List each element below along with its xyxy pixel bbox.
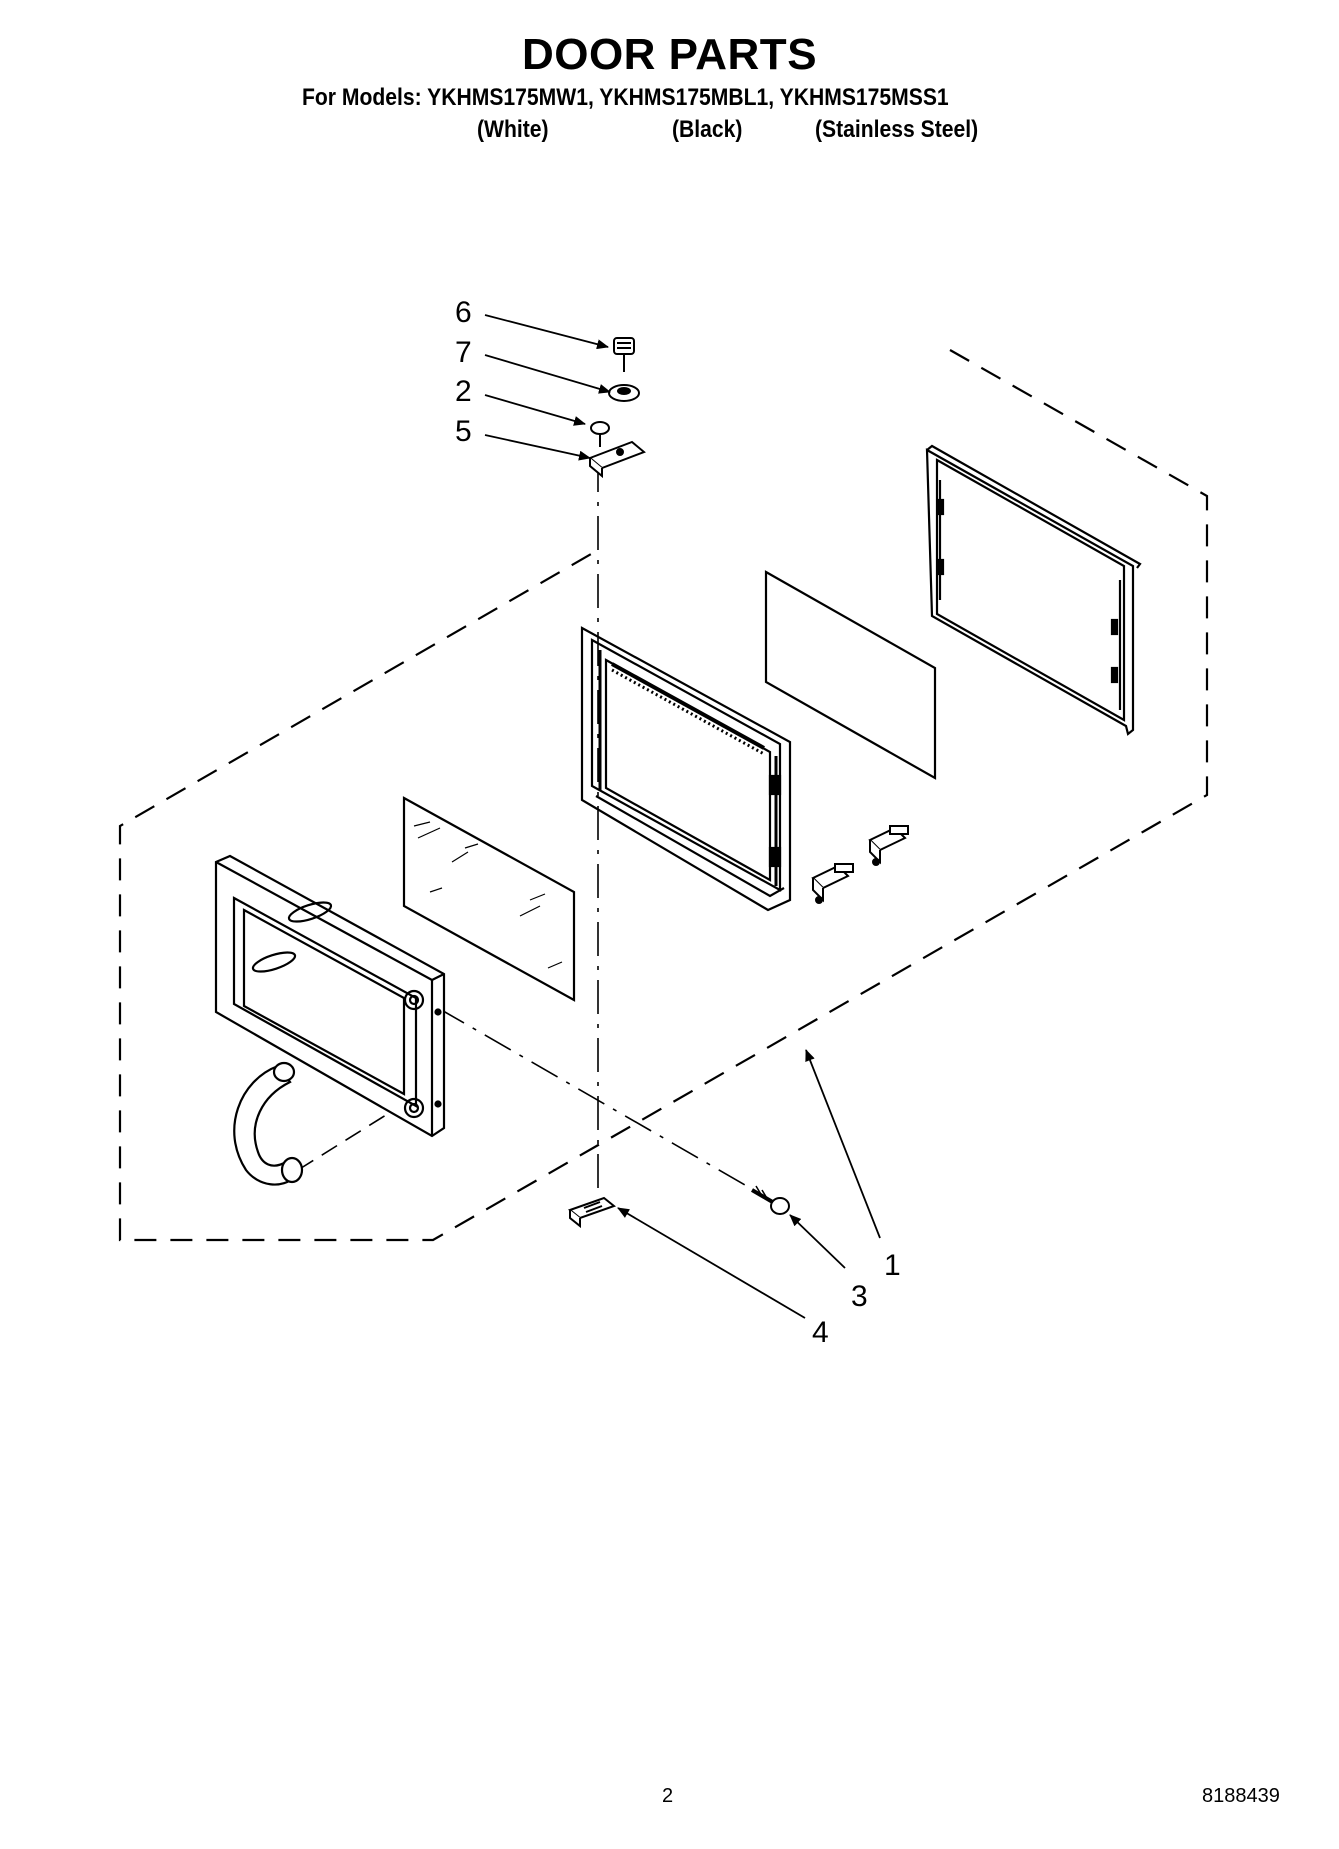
latch-upper-part xyxy=(868,825,909,866)
latch-lower-part xyxy=(811,863,854,904)
leader-2 xyxy=(484,394,586,426)
leader-4 xyxy=(617,1207,806,1319)
leader-3 xyxy=(789,1214,846,1269)
rear-film-part xyxy=(764,570,937,780)
washer-part xyxy=(608,384,640,402)
bottom-hinge-part xyxy=(567,1196,617,1229)
front-door-panel-part xyxy=(214,854,446,1138)
bolt-part xyxy=(613,337,635,372)
page-number: 2 xyxy=(662,1785,674,1807)
page-title: DOOR PARTS xyxy=(521,30,818,79)
callout-3: 3 xyxy=(851,1280,868,1313)
screw-path-line xyxy=(437,1007,746,1186)
callout-1: 1 xyxy=(884,1249,901,1282)
callout-4: 4 xyxy=(812,1316,829,1349)
callout-7: 7 xyxy=(455,336,472,369)
variant-stainless: (Stainless Steel) xyxy=(815,116,979,143)
leader-6 xyxy=(484,314,609,350)
leader-7 xyxy=(484,354,611,394)
callout-5: 5 xyxy=(455,415,472,448)
variant-white: (White) xyxy=(477,116,549,143)
leader-1 xyxy=(805,1049,881,1239)
screw-part xyxy=(750,1185,790,1215)
models-line: For Models: YKHMS175MW1, YKHMS175MBL1, Y… xyxy=(0,84,1339,114)
assembly-outline xyxy=(118,349,1209,1242)
door-glass-part xyxy=(402,796,576,1002)
top-hinge-part xyxy=(588,440,646,479)
door-handle-part xyxy=(233,1061,304,1186)
variant-black: (Black) xyxy=(672,116,743,143)
leader-5 xyxy=(484,434,591,461)
handle-link-line xyxy=(297,1099,411,1171)
inner-door-frame-part xyxy=(580,626,792,912)
callout-6: 6 xyxy=(455,296,472,329)
document-number: 8188439 xyxy=(1202,1785,1280,1807)
rear-frame-part xyxy=(925,444,1142,736)
callout-2: 2 xyxy=(455,375,472,408)
models-label: For Models: YKHMS175MW1, YKHMS175MBL1, Y… xyxy=(302,84,949,111)
pin-part xyxy=(590,421,610,447)
variants-line: (White) (Black) (Stainless Steel) xyxy=(0,116,1339,146)
